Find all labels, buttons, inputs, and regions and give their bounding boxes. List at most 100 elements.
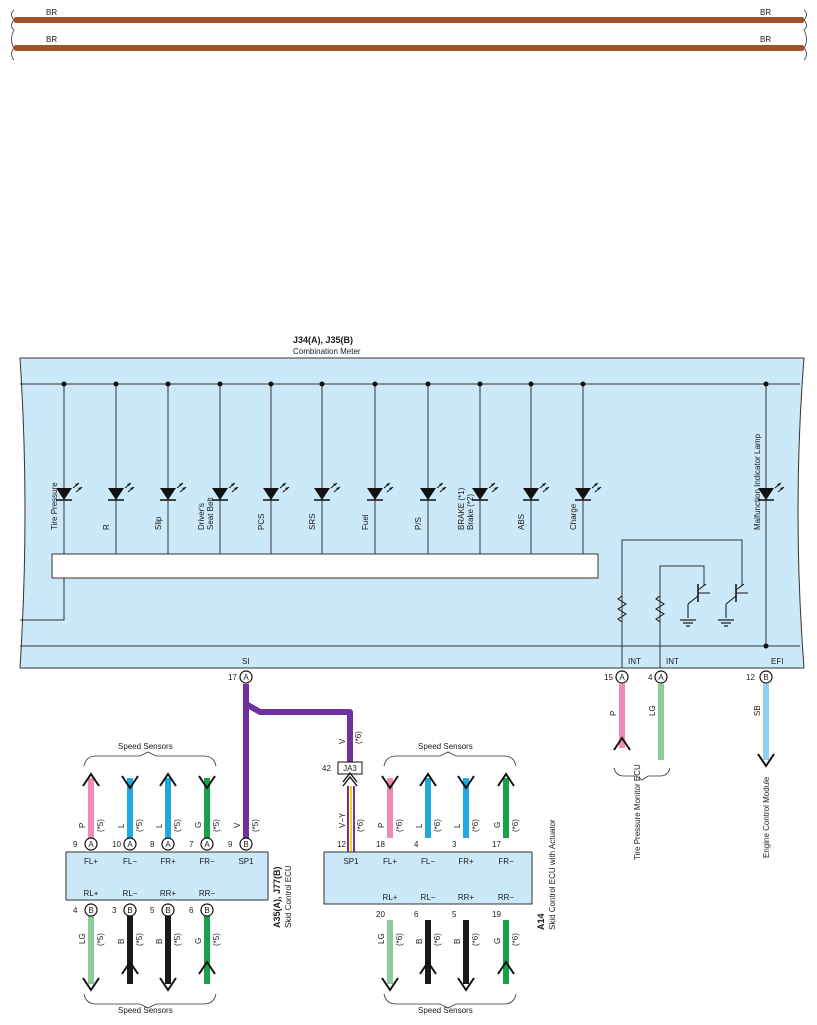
meter-id: J34(A), J35(B) (293, 335, 353, 345)
lamp-label: Tire Pressure (50, 482, 59, 530)
pin-label: FR+ (160, 857, 176, 866)
junction-dot (319, 381, 325, 387)
pin-number: 4 (73, 906, 78, 915)
arrow-down-icon (757, 753, 775, 768)
indicator-lamp: Slip (154, 381, 187, 554)
connector-arrow-icon (342, 771, 358, 783)
meter-logic-block (51, 553, 599, 579)
int-label: INT (628, 657, 641, 666)
pin-number: 19 (492, 910, 501, 919)
pin-label: RL+ (383, 893, 398, 902)
indicator-lamp: Tire Pressure (50, 381, 83, 554)
wire-color-label: BR (46, 8, 57, 17)
right-top-pins: V−Y(*6)12SP1P(*6)18FL+L(*6)4FL−L(*6)3FR+… (337, 772, 520, 866)
pin-label: RR+ (458, 893, 475, 902)
pin-label: RL+ (84, 889, 99, 898)
indicator-lamp: Fuel (361, 381, 394, 554)
wire-note: (*6) (354, 731, 363, 744)
lamp-label: Driver's (197, 503, 206, 530)
lamp-label: Slip (154, 516, 163, 530)
top-wire-1: BR BR (14, 8, 804, 23)
lamp-label: Fuel (361, 514, 370, 530)
wire-color-label: B (155, 939, 164, 944)
transistor-icon (679, 583, 710, 627)
pin-label: FR− (498, 857, 514, 866)
arrow-up-icon (82, 772, 100, 787)
pin-number: 6 (189, 906, 194, 915)
int-label: INT (666, 657, 679, 666)
left-top-pins: P(*5)A9FL+L(*5)A10FL−L(*5)A8FR+G(*5)A7FR… (73, 772, 260, 866)
pin-number: 17 (228, 673, 237, 682)
connector-arrow-icon (342, 775, 358, 787)
arrow-up-icon (121, 960, 139, 975)
group-label: Speed Sensors (118, 1006, 173, 1015)
indicator-lamp: P/S (414, 381, 447, 554)
pin-int2: 4 A (648, 670, 668, 684)
ecm-name: Engine Control Module (762, 776, 771, 858)
junction-dot (61, 381, 67, 387)
connector-id: B (127, 906, 132, 915)
connector-circle (200, 837, 214, 851)
arrow-up-icon (497, 960, 515, 975)
transistor-icon (717, 583, 748, 627)
pin-number: 12 (746, 673, 755, 682)
group-brace (613, 767, 671, 781)
left-bottom-pins: LG(*5)B4RL+B(*5)B3RL−B(*5)B5RR+G(*5)B6RR… (73, 889, 221, 992)
si-label: SI (242, 657, 250, 666)
connector-circle (759, 670, 773, 684)
lamp-label: PCS (257, 514, 266, 530)
wire-color-label: B (415, 939, 424, 944)
malfunction-indicator-lamp: Malfunction Indicator Lamp (753, 381, 785, 649)
si-wire: 17 A V (*6) JA3 42 (228, 670, 363, 852)
wire-color-label: G (493, 938, 502, 944)
skid-control-ecu-left: A35(A), J77(B) Skid Control ECU Speed Se… (65, 742, 293, 1015)
pin-efi: 12 B (746, 670, 773, 684)
connector-id: A (204, 840, 210, 849)
group-brace (383, 993, 517, 1009)
ecu-box (323, 851, 533, 905)
pin-number: 8 (150, 840, 155, 849)
wire-color-label: LG (377, 933, 386, 944)
indicator-lamp: BRAKE (*1)Brake (*2) (457, 381, 499, 554)
junction-dot (113, 381, 119, 387)
indicator-lamp: SRS (308, 381, 341, 554)
lamp-label: ABS (517, 514, 526, 530)
pin-label: RL− (421, 893, 436, 902)
connector-id: A (619, 673, 625, 682)
wire-note: (*6) (471, 933, 480, 946)
group-brace (83, 751, 217, 767)
pin-number: 15 (604, 673, 613, 682)
wire-note: (*6) (395, 933, 404, 946)
indicator-lamp: R (102, 381, 135, 554)
wire-note: (*5) (212, 933, 221, 946)
wire-color-label: BR (760, 8, 771, 17)
resistor-icon (617, 595, 627, 623)
wire-color-label: G (493, 822, 502, 828)
pin-label: FR− (199, 857, 215, 866)
br-wire (14, 45, 804, 51)
arrow-up-icon (419, 960, 437, 975)
wire-note: (*5) (135, 933, 144, 946)
ecu-name: Skid Control ECU with Actuator (548, 819, 557, 930)
efi-label: EFI (771, 657, 783, 666)
wire-color-label: V−Y (338, 812, 347, 828)
pin-label: FL+ (84, 857, 98, 866)
wire-note: (*5) (251, 819, 260, 832)
int-circuits (617, 539, 748, 668)
connector-id: A (243, 673, 249, 682)
lamp-label: Brake (*2) (466, 494, 475, 530)
junction-dot (477, 381, 483, 387)
connector-circle (239, 670, 253, 684)
wire-color-label: B (453, 939, 462, 944)
arrow-down-icon (457, 977, 475, 992)
